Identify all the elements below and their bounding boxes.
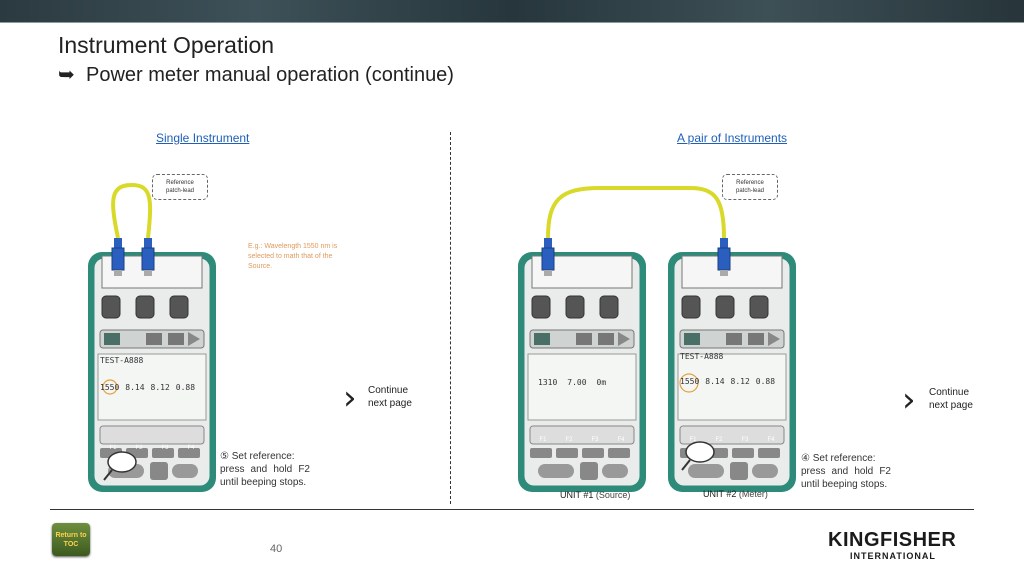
step-5-instruction: ⑤ Set reference: press and hold F2 until… xyxy=(220,450,310,489)
unit-1-label: UNIT #1 (Source) xyxy=(560,490,630,500)
fkey-f3[interactable]: F3 xyxy=(161,445,169,451)
center-divider xyxy=(450,132,451,504)
callout-line-2: patch-lead xyxy=(165,188,195,194)
lcd-unit2-test: TEST-A888 xyxy=(680,352,724,361)
fkey-f2[interactable]: F2 xyxy=(565,437,573,443)
fkey-f1[interactable]: F1 xyxy=(539,437,547,443)
lcd-unit2: TEST-A888 1550 8.14 8.12 0.88 xyxy=(680,352,780,386)
callout-line-2: patch-lead xyxy=(735,188,765,194)
lcd-reading-2: 8.14 xyxy=(125,383,145,392)
lcd-src-1: 1310 xyxy=(538,378,558,387)
lcd-unit2-readings: 1550 8.14 8.12 0.88 xyxy=(680,377,780,386)
callout-reference-patch-lead-left: Reference patch-lead xyxy=(152,174,208,200)
fkey-f2[interactable]: F2 xyxy=(135,445,143,451)
logo-sub-text: INTERNATIONAL xyxy=(850,551,936,561)
unit-1-role: (Source) xyxy=(595,490,631,500)
kingfisher-logo: KINGFISHER INTERNATIONAL xyxy=(828,525,978,563)
continue-next-page-left[interactable]: Continue next page xyxy=(368,384,412,410)
continue-line-1: Continue xyxy=(929,387,970,398)
fkey-f3[interactable]: F3 xyxy=(741,437,749,443)
step-4-instruction: ④ Set reference: press and hold F2 until… xyxy=(801,452,891,491)
callout-line-1: Reference xyxy=(736,180,764,186)
lcd-reading-1: 1550 xyxy=(100,383,120,392)
fkey-f2[interactable]: F2 xyxy=(715,437,723,443)
return-to-toc-button[interactable]: Return to TOC xyxy=(52,523,90,556)
lcd-src-3: 0m xyxy=(596,378,607,387)
top-banner-line xyxy=(0,22,1024,23)
page-title: Instrument Operation xyxy=(58,32,275,58)
unit-1-name: UNIT #1 xyxy=(560,490,594,500)
chevron-right-icon[interactable]: › xyxy=(343,378,357,418)
chevron-right-icon[interactable]: › xyxy=(902,380,916,420)
lcd-unit1: 1310 7.00 0m xyxy=(538,378,638,387)
lcd-left-readings: 1550 8.14 8.12 0.88 xyxy=(100,383,200,392)
section-single-instrument[interactable]: Single Instrument xyxy=(156,131,250,145)
arrow-right-icon: ➥ xyxy=(58,64,75,86)
page-subtitle: ➥ Power meter manual operation (continue) xyxy=(58,62,454,87)
footer-divider xyxy=(50,509,974,510)
fkey-f1[interactable]: F1 xyxy=(109,445,117,451)
fkey-f1[interactable]: F1 xyxy=(689,437,697,443)
logo-main-text: KINGFISHER xyxy=(828,529,957,551)
fkey-f4[interactable]: F4 xyxy=(617,437,625,443)
unit-2-name: UNIT #2 xyxy=(703,489,737,499)
fkeys-unit2: F1 F2 F3 F4 xyxy=(680,437,800,443)
fkeys-unit1: F1 F2 F3 F4 xyxy=(530,437,650,443)
step-4-head: ④ Set reference: xyxy=(801,453,876,464)
lcd-src-2: 7.00 xyxy=(567,378,587,387)
fkeys-left: F1 F2 F3 F4 xyxy=(100,445,220,451)
section-pair-instruments[interactable]: A pair of Instruments xyxy=(677,131,788,145)
lcd-reading-4: 0.88 xyxy=(175,383,196,392)
lcd-left-test: TEST-A888 xyxy=(100,356,144,365)
lcd-u2-reading-3: 8.12 xyxy=(730,377,750,386)
subtitle-text: Power meter manual operation (continue) xyxy=(86,64,454,86)
step-5-body: press and hold F2 until beeping stops. xyxy=(220,464,310,488)
lcd-u2-reading-1: 1550 xyxy=(680,377,700,386)
unit-2-label: UNIT #2 (Meter) xyxy=(703,489,768,499)
fkey-f4[interactable]: F4 xyxy=(187,445,195,451)
fkey-f3[interactable]: F3 xyxy=(591,437,599,443)
callout-line-1: Reference xyxy=(166,180,194,186)
step-4-body: press and hold F2 until beeping stops. xyxy=(801,466,891,490)
fkey-f4[interactable]: F4 xyxy=(767,437,775,443)
wavelength-note: E.g.: Wavelength 1550 nm is selected to … xyxy=(248,243,338,270)
unit-2-role: (Meter) xyxy=(738,489,768,499)
continue-line-2: next page xyxy=(929,400,973,411)
top-banner xyxy=(0,0,1024,22)
continue-line-2: next page xyxy=(368,398,412,409)
lcd-left: TEST-A888 1550 8.14 8.12 0.88 xyxy=(100,356,200,392)
callout-reference-patch-lead-right: Reference patch-lead xyxy=(722,174,778,200)
step-5-head: ⑤ Set reference: xyxy=(220,451,295,462)
lcd-u2-reading-4: 0.88 xyxy=(755,377,776,386)
continue-next-page-right[interactable]: Continue next page xyxy=(929,386,973,412)
page-number: 40 xyxy=(270,543,283,555)
continue-line-1: Continue xyxy=(368,385,409,396)
lcd-u2-reading-2: 8.14 xyxy=(705,377,725,386)
lcd-reading-3: 8.12 xyxy=(150,383,170,392)
